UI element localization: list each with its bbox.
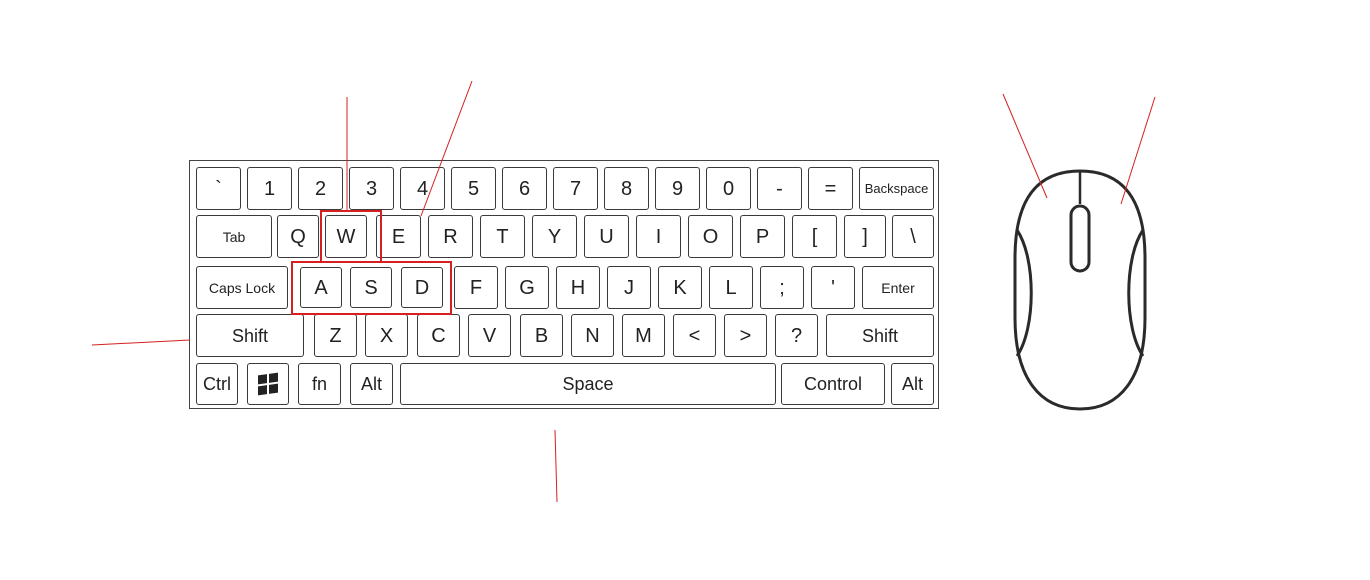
key-right-alt[interactable]: Alt xyxy=(891,363,934,405)
key-i[interactable]: I xyxy=(636,215,681,258)
key-l[interactable]: L xyxy=(709,266,753,309)
key-d[interactable]: D xyxy=(401,267,443,308)
key-backslash[interactable]: \ xyxy=(892,215,934,258)
key-j[interactable]: J xyxy=(607,266,651,309)
mouse-left-grip xyxy=(1015,229,1033,357)
key-4[interactable]: 4 xyxy=(400,167,445,210)
key-greater-than[interactable]: > xyxy=(724,314,767,357)
key-o[interactable]: O xyxy=(688,215,733,258)
key-9[interactable]: 9 xyxy=(655,167,700,210)
key-n[interactable]: N xyxy=(571,314,614,357)
key-apostrophe[interactable]: ' xyxy=(811,266,855,309)
key-3[interactable]: 3 xyxy=(349,167,394,210)
key-k[interactable]: K xyxy=(658,266,702,309)
mouse-icon[interactable] xyxy=(1010,168,1150,412)
keyboard: ` 1 2 3 4 5 6 7 8 9 0 - = Backspace Tab … xyxy=(189,160,939,409)
key-e[interactable]: E xyxy=(376,215,421,258)
key-v[interactable]: V xyxy=(468,314,511,357)
key-right-shift[interactable]: Shift xyxy=(826,314,934,357)
key-backspace[interactable]: Backspace xyxy=(859,167,934,210)
mouse-body xyxy=(1013,169,1147,411)
key-ctrl[interactable]: Ctrl xyxy=(196,363,238,405)
key-f[interactable]: F xyxy=(454,266,498,309)
key-backtick[interactable]: ` xyxy=(196,167,241,210)
key-b[interactable]: B xyxy=(520,314,563,357)
key-z[interactable]: Z xyxy=(314,314,357,357)
key-question[interactable]: ? xyxy=(775,314,818,357)
key-caps-lock[interactable]: Caps Lock xyxy=(196,266,288,309)
key-h[interactable]: H xyxy=(556,266,600,309)
key-control[interactable]: Control xyxy=(781,363,885,405)
key-a[interactable]: A xyxy=(300,267,342,308)
key-enter[interactable]: Enter xyxy=(862,266,934,309)
key-q[interactable]: Q xyxy=(277,215,319,258)
key-windows[interactable] xyxy=(247,363,289,405)
key-8[interactable]: 8 xyxy=(604,167,649,210)
key-7[interactable]: 7 xyxy=(553,167,598,210)
key-minus[interactable]: - xyxy=(757,167,802,210)
key-t[interactable]: T xyxy=(480,215,525,258)
key-x[interactable]: X xyxy=(365,314,408,357)
key-c[interactable]: C xyxy=(417,314,460,357)
key-y[interactable]: Y xyxy=(532,215,577,258)
key-fn[interactable]: fn xyxy=(298,363,341,405)
key-equals[interactable]: = xyxy=(808,167,853,210)
key-u[interactable]: U xyxy=(584,215,629,258)
mouse-right-grip xyxy=(1127,229,1145,357)
windows-logo-icon xyxy=(258,372,278,396)
key-r[interactable]: R xyxy=(428,215,473,258)
key-0[interactable]: 0 xyxy=(706,167,751,210)
key-m[interactable]: M xyxy=(622,314,665,357)
callout-line-shift xyxy=(91,339,191,346)
key-2[interactable]: 2 xyxy=(298,167,343,210)
callout-line-space xyxy=(554,429,558,503)
key-5[interactable]: 5 xyxy=(451,167,496,210)
key-tab[interactable]: Tab xyxy=(196,215,272,258)
key-s[interactable]: S xyxy=(350,267,392,308)
key-space[interactable]: Space xyxy=(400,363,776,405)
key-p[interactable]: P xyxy=(740,215,785,258)
key-g[interactable]: G xyxy=(505,266,549,309)
key-left-shift[interactable]: Shift xyxy=(196,314,304,357)
key-6[interactable]: 6 xyxy=(502,167,547,210)
key-less-than[interactable]: < xyxy=(673,314,716,357)
key-right-bracket[interactable]: ] xyxy=(844,215,886,258)
mouse-scroll-wheel xyxy=(1069,204,1091,273)
key-left-bracket[interactable]: [ xyxy=(792,215,837,258)
key-semicolon[interactable]: ; xyxy=(760,266,804,309)
key-left-alt[interactable]: Alt xyxy=(350,363,393,405)
key-w[interactable]: W xyxy=(325,215,367,258)
key-1[interactable]: 1 xyxy=(247,167,292,210)
